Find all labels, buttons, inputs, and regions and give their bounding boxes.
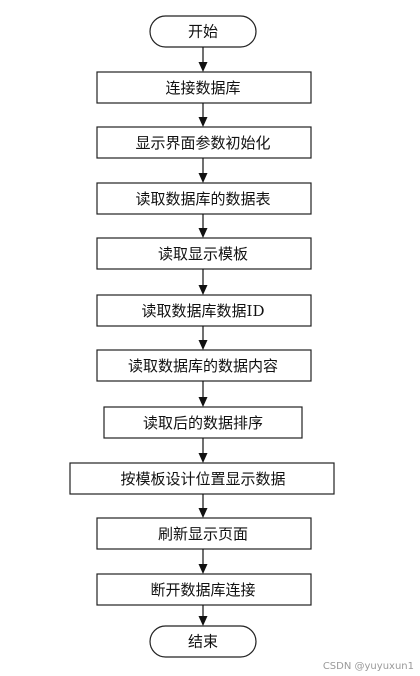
connector-arrow <box>198 438 208 463</box>
connector-arrow <box>198 47 208 72</box>
process-step: 读取数据库的数据内容 <box>96 349 312 382</box>
process-label: 显示界面参数初始化 <box>135 134 270 152</box>
process-box <box>69 462 335 495</box>
process-label: 读取数据库的数据内容 <box>128 357 278 375</box>
process-box <box>96 126 312 159</box>
connector-arrow <box>198 158 208 183</box>
process-box <box>96 71 312 104</box>
process-step: 显示界面参数初始化 <box>96 126 312 159</box>
watermark: CSDN @yuyuxun1 <box>322 661 414 672</box>
connector-arrow <box>198 103 208 127</box>
process-step: 读取数据库数据ID <box>96 294 312 327</box>
connector-arrow <box>198 494 208 518</box>
process-label: 按模板设计位置显示数据 <box>120 470 285 488</box>
process-box <box>96 237 312 270</box>
connector-arrow <box>198 549 208 574</box>
process-label: 断开数据库连接 <box>150 581 255 599</box>
process-step: 断开数据库连接 <box>96 573 312 606</box>
connector-arrow <box>198 381 208 407</box>
connector-arrow <box>198 605 208 626</box>
connector-arrow <box>198 269 208 295</box>
process-box <box>96 573 312 606</box>
end-terminal: 结束 <box>149 625 257 658</box>
process-label: 读取数据库的数据表 <box>135 190 270 208</box>
process-step: 刷新显示页面 <box>96 517 312 550</box>
process-box <box>96 294 312 327</box>
end-label: 结束 <box>188 633 218 651</box>
process-step: 连接数据库 <box>96 71 312 104</box>
process-step: 读取数据库的数据表 <box>96 182 312 215</box>
process-box <box>103 406 303 439</box>
process-box <box>96 349 312 382</box>
process-label: 连接数据库 <box>165 79 240 97</box>
process-label: 读取后的数据排序 <box>143 414 263 432</box>
process-label: 读取显示模板 <box>158 245 248 263</box>
connector-arrow <box>198 214 208 238</box>
process-label: 读取数据库数据ID <box>142 302 265 320</box>
process-box <box>96 182 312 215</box>
process-box <box>96 517 312 550</box>
process-step: 读取显示模板 <box>96 237 312 270</box>
start-terminal: 开始 <box>149 15 257 48</box>
connector-arrow <box>198 326 208 350</box>
process-step: 按模板设计位置显示数据 <box>69 462 335 495</box>
start-label: 开始 <box>188 23 218 41</box>
process-label: 刷新显示页面 <box>158 525 248 543</box>
process-step: 读取后的数据排序 <box>103 406 303 439</box>
